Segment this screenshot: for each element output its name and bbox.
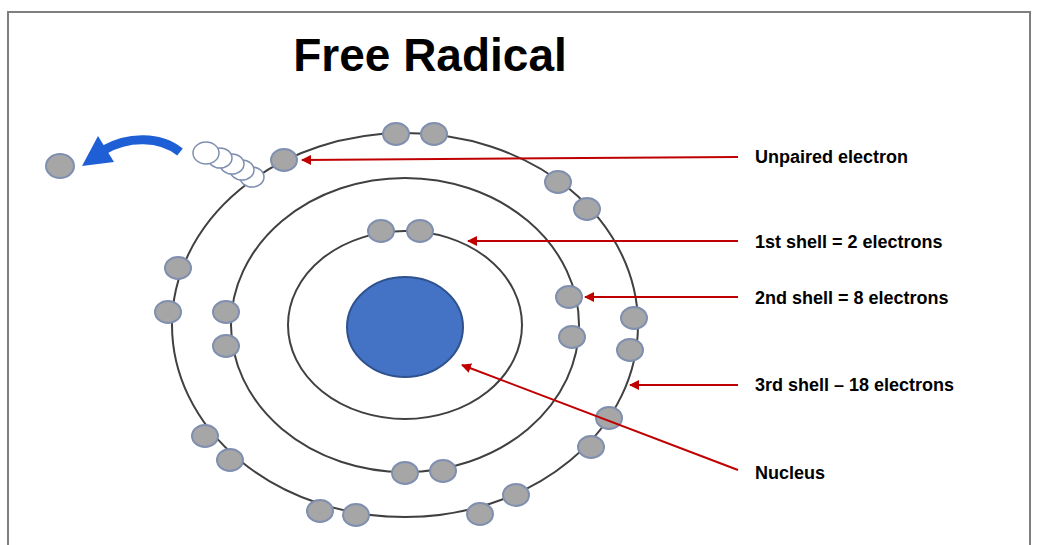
unpaired-electron: [271, 149, 297, 171]
electron-trail: [193, 142, 264, 187]
lost-electron: [46, 154, 74, 178]
callout-label: Unpaired electron: [755, 147, 908, 168]
nucleus: [347, 277, 463, 377]
first-shell: [288, 231, 522, 419]
second-shell: [231, 178, 579, 472]
electrons: [155, 123, 647, 526]
diagram-title: Free Radical: [293, 28, 567, 82]
callout-label: 3rd shell – 18 electrons: [755, 375, 954, 396]
escape-arrow: [104, 140, 180, 152]
leader-lines: [302, 157, 738, 470]
escape-arrowhead: [82, 136, 114, 166]
callout-label: Nucleus: [755, 463, 825, 484]
callout-label: 2nd shell = 8 electrons: [755, 288, 949, 309]
callout-label: 1st shell = 2 electrons: [755, 232, 943, 253]
third-shell: [172, 133, 638, 517]
frame: [8, 12, 1030, 545]
